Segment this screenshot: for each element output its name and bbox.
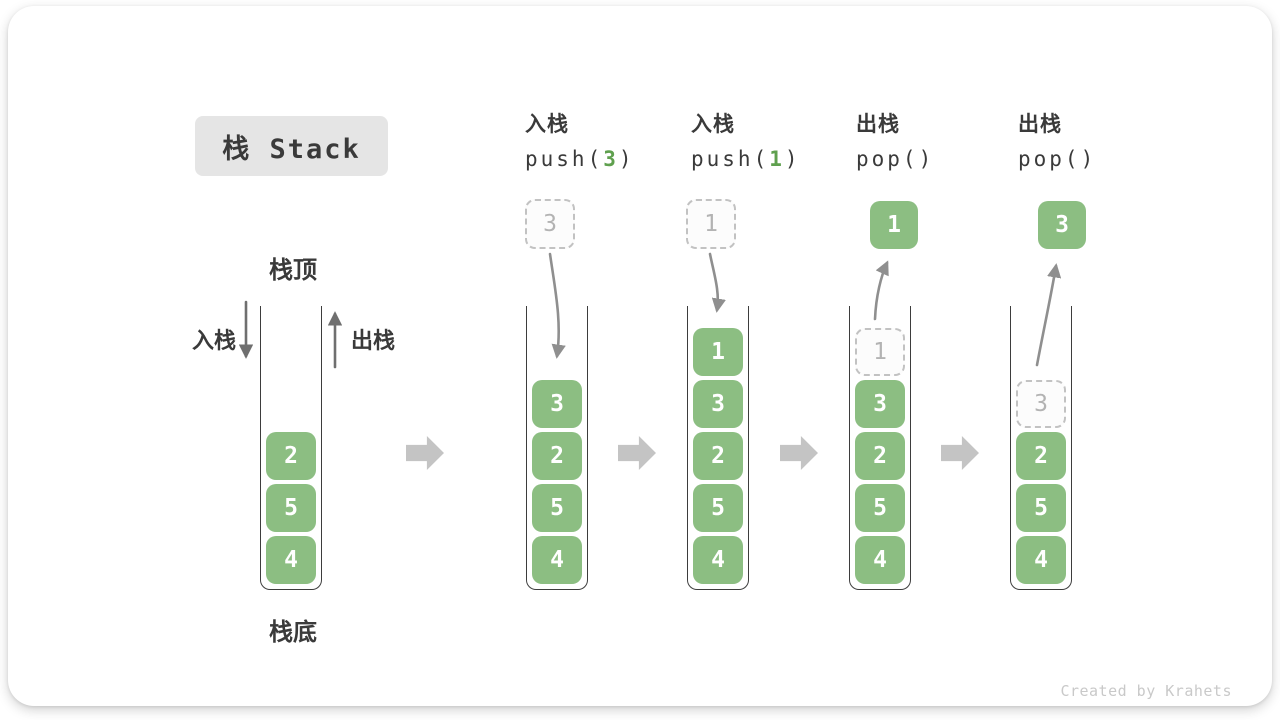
stack-cell-ghost: 3 <box>1016 380 1066 428</box>
stack-cell: 4 <box>532 536 582 584</box>
stack-bottom-label: 栈底 <box>269 619 317 646</box>
stack-top-label: 栈顶 <box>269 257 317 284</box>
watermark: Created by Krahets <box>1060 682 1232 700</box>
operation-code: pop() <box>1018 147 1097 171</box>
operation-name: 入栈 <box>525 113 569 136</box>
code-argument: 1 <box>769 147 785 171</box>
flow-arrow-icon <box>941 436 979 470</box>
operation-code: push(1) <box>691 147 801 171</box>
operation-code: pop() <box>856 147 935 171</box>
stack-cell: 2 <box>693 432 743 480</box>
operation-header-push3: 入栈 push(3) <box>525 112 635 173</box>
stack-cell: 1 <box>693 328 743 376</box>
stack-cell: 5 <box>266 484 316 532</box>
stack-cell: 2 <box>1016 432 1066 480</box>
pushing-element: 1 <box>686 199 736 249</box>
stack-cell: 4 <box>855 536 905 584</box>
operation-header-pop1: 出栈 pop() <box>856 112 934 173</box>
stack-cell: 5 <box>532 484 582 532</box>
operation-header-push1: 入栈 push(1) <box>691 112 801 173</box>
stack-cell: 4 <box>693 536 743 584</box>
stack-cell: 2 <box>532 432 582 480</box>
popped-element: 1 <box>870 201 918 249</box>
operation-name: 出栈 <box>1018 113 1062 136</box>
popped-element: 3 <box>1038 201 1086 249</box>
stack-cell: 3 <box>532 380 582 428</box>
code-argument: 3 <box>603 147 619 171</box>
diagram-card: 栈 Stack 栈顶 栈底 入栈 出栈 入栈 push(3) 入栈 push(1… <box>8 6 1272 706</box>
stack-cell: 5 <box>693 484 743 532</box>
stack-cell: 4 <box>266 536 316 584</box>
stack-cell: 5 <box>855 484 905 532</box>
stack-cell: 4 <box>1016 536 1066 584</box>
flow-arrow-icon <box>618 436 656 470</box>
flow-arrow-icon <box>406 436 444 470</box>
operation-code: push(3) <box>525 147 635 171</box>
stack-cell: 5 <box>1016 484 1066 532</box>
push-side-label: 入栈 <box>192 328 237 353</box>
stack-cell: 2 <box>266 432 316 480</box>
stack-cell: 3 <box>855 380 905 428</box>
pushing-element: 3 <box>525 199 575 249</box>
diagram-title: 栈 Stack <box>195 116 388 176</box>
flow-arrow-icon <box>780 436 818 470</box>
pop-side-label: 出栈 <box>351 328 396 353</box>
stack-cell-ghost: 1 <box>855 328 905 376</box>
stack-cell: 3 <box>693 380 743 428</box>
operation-name: 入栈 <box>691 113 735 136</box>
operation-header-pop2: 出栈 pop() <box>1018 112 1096 173</box>
stack-cell: 2 <box>855 432 905 480</box>
operation-name: 出栈 <box>856 113 900 136</box>
push-in-arrow-icon <box>708 252 726 313</box>
